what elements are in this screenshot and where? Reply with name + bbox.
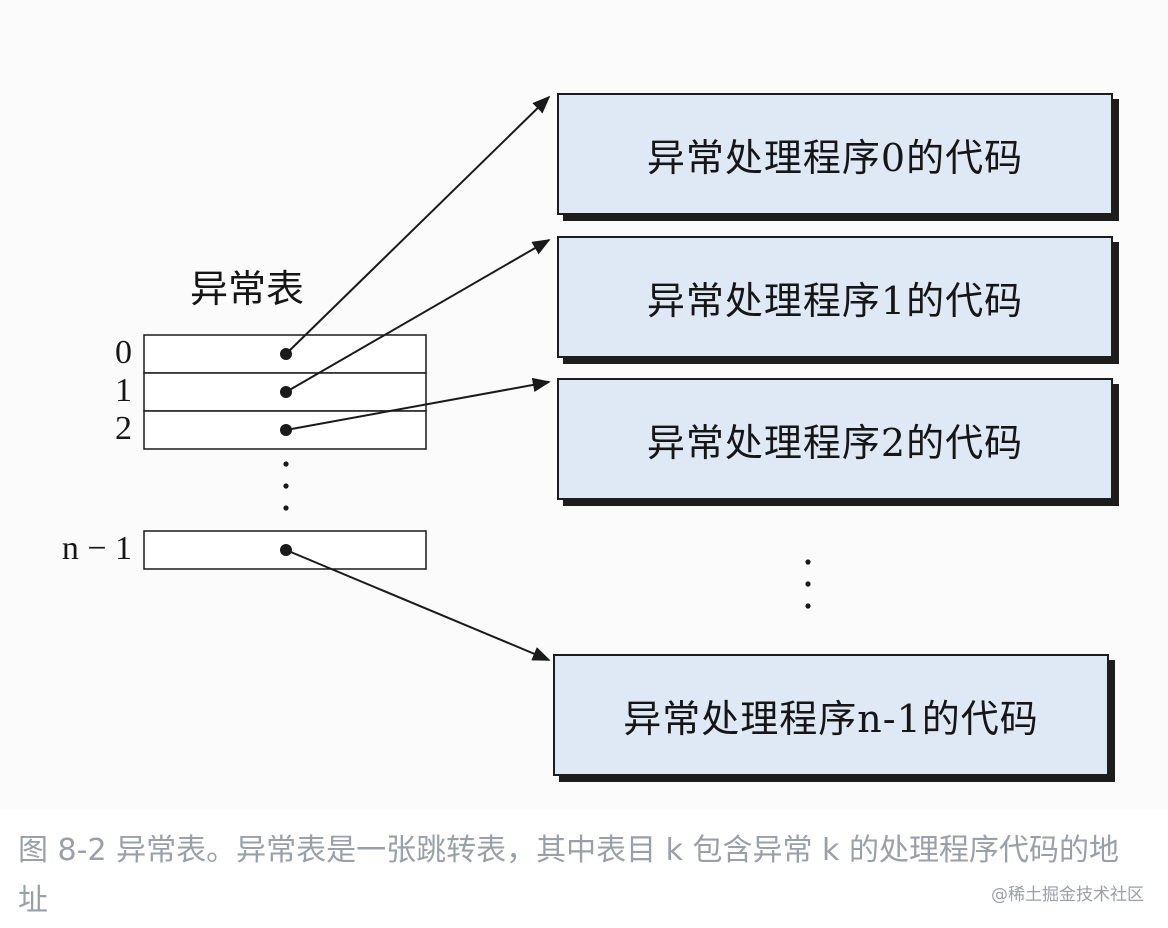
handler-box-2: 异常处理程序2的代码 (557, 378, 1113, 500)
handler-box-n-1: 异常处理程序n-1的代码 (553, 654, 1109, 776)
handler-label-1: 异常处理程序1的代码 (646, 278, 1024, 323)
row-index-2: 2 (115, 410, 132, 447)
row-index-n-1: n − 1 (32, 532, 132, 566)
arrow-1 (285, 239, 551, 393)
handler-box-0: 异常处理程序0的代码 (557, 93, 1113, 215)
handler-ellipsis (805, 559, 811, 609)
figure: 异常表 0 1 2 n − 1 异常处理程序0的代码 异常处理程序1的代码 异常… (32, 93, 1113, 776)
handler-label-0: 异常处理程序0的代码 (646, 135, 1024, 180)
figure-caption: 图 8-2 异常表。异常表是一张跳转表，其中表目 k 包含异常 k 的处理程序代… (18, 833, 1119, 918)
exception-table-title: 异常表 (190, 267, 305, 311)
handler-label-2: 异常处理程序2的代码 (646, 420, 1024, 465)
watermark: @稀土掘金技术社区 (991, 885, 1144, 905)
handler-label-n-1: 异常处理程序n-1的代码 (623, 696, 1039, 741)
diagram-lines (143, 95, 811, 661)
row-index-0: 0 (115, 334, 132, 371)
arrow-n-1 (285, 549, 551, 661)
arrow-2 (285, 377, 551, 431)
handler-box-1: 异常处理程序1的代码 (557, 236, 1113, 358)
row-index-n-1-label: n − 1 (61, 530, 132, 567)
arrow-0 (285, 95, 551, 355)
table-ellipsis (283, 461, 289, 511)
row-index-1: 1 (115, 372, 132, 409)
